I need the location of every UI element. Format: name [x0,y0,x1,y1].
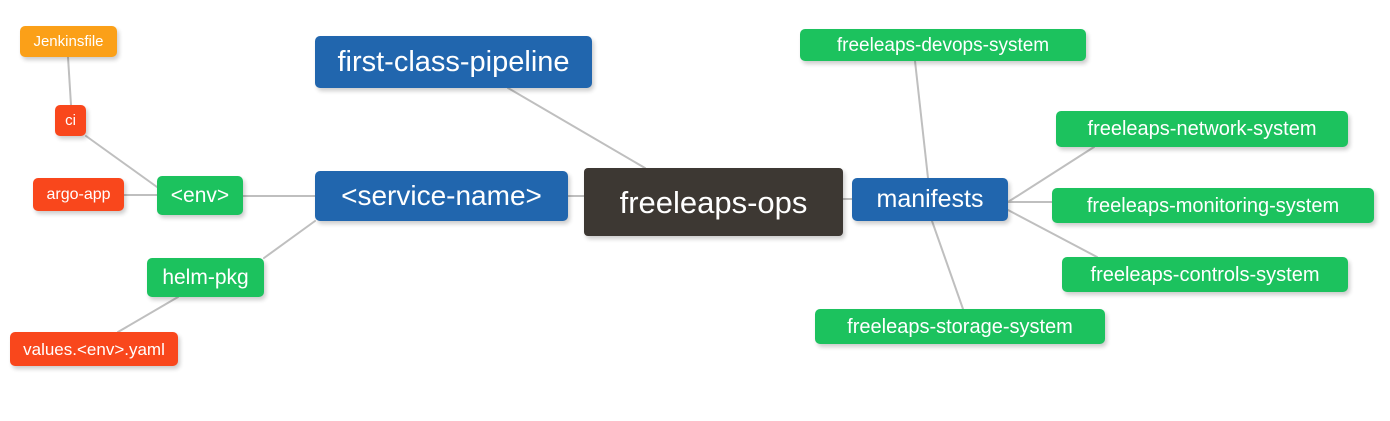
node-values-yaml[interactable]: values.<env>.yaml [10,332,178,366]
node-label: ci [65,112,76,129]
node-manifests[interactable]: manifests [852,178,1008,221]
node-label: first-class-pipeline [337,45,570,78]
node-label: helm-pkg [162,266,249,289]
edge-pipeline-to-root [507,87,646,169]
edge-manifests-to-devops [914,60,929,179]
node-network[interactable]: freeleaps-network-system [1056,111,1348,147]
node-label: <service-name> [341,180,542,211]
node-monitoring[interactable]: freeleaps-monitoring-system [1052,188,1374,223]
node-jenkinsfile[interactable]: Jenkinsfile [20,26,117,57]
node-storage[interactable]: freeleaps-storage-system [815,309,1105,344]
node-label: Jenkinsfile [33,33,104,50]
node-pipeline[interactable]: first-class-pipeline [315,36,592,88]
node-label: freeleaps-controls-system [1090,263,1320,286]
node-service-name[interactable]: <service-name> [315,171,568,221]
edge-service-name-to-helm-pkg [263,220,316,259]
node-env[interactable]: <env> [157,176,243,215]
node-helm-pkg[interactable]: helm-pkg [147,258,264,297]
node-ci[interactable]: ci [55,105,86,136]
node-label: <env> [170,184,230,207]
node-label: freeleaps-network-system [1087,118,1317,140]
node-label: freeleaps-ops [619,184,808,220]
node-argo-app[interactable]: argo-app [33,178,124,211]
node-label: freeleaps-monitoring-system [1086,194,1340,217]
node-controls[interactable]: freeleaps-controls-system [1062,257,1348,292]
node-label: argo-app [46,185,111,203]
edge-jenkinsfile-to-ci [67,56,72,106]
node-label: freeleaps-devops-system [836,34,1050,56]
edge-manifests-to-storage [931,220,964,310]
node-label: values.<env>.yaml [23,339,165,359]
node-devops[interactable]: freeleaps-devops-system [800,29,1086,61]
node-root[interactable]: freeleaps-ops [584,168,843,236]
node-label: manifests [876,185,984,213]
node-label: freeleaps-storage-system [847,315,1073,338]
edge-helm-pkg-to-values-yaml [117,296,179,333]
